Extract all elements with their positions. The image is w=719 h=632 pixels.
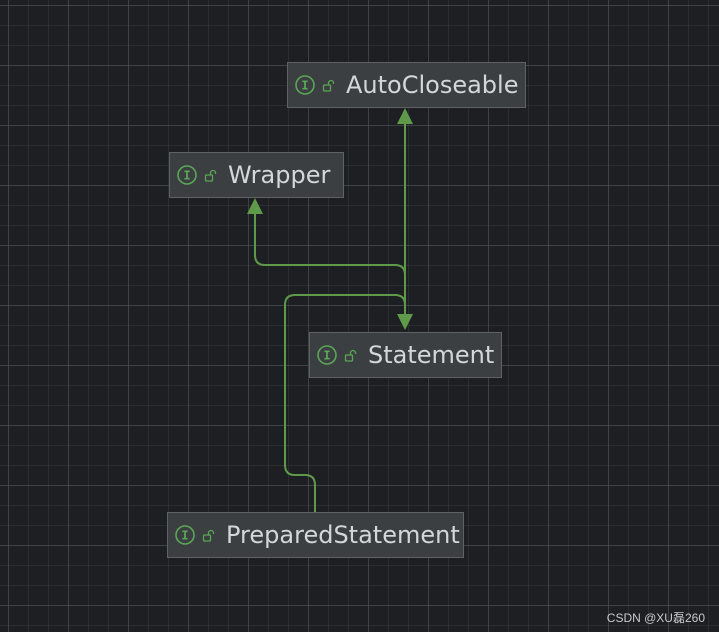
unlocked-icon: [202, 528, 216, 542]
unlocked-icon: [204, 168, 218, 182]
edge-statement-to-wrapper: [254, 212, 406, 315]
node-autocloseable[interactable]: I AutoCloseable: [287, 62, 526, 108]
node-preparedstatement[interactable]: I PreparedStatement: [167, 512, 464, 558]
node-label: Statement: [368, 341, 495, 369]
interface-icon-letter: I: [301, 79, 308, 93]
unlocked-icon: [322, 78, 336, 92]
interface-icon-letter: I: [183, 169, 190, 183]
node-label: Wrapper: [228, 161, 331, 189]
node-wrapper[interactable]: I Wrapper: [169, 152, 344, 198]
node-statement[interactable]: I Statement: [309, 332, 502, 378]
edge-preparedstatement-to-statement: [284, 294, 406, 512]
interface-icon-letter: I: [181, 529, 188, 543]
arrowhead-autocloseable: [397, 108, 413, 124]
interface-icon: I: [294, 74, 316, 96]
watermark: CSDN @XU磊260: [606, 611, 705, 625]
interface-icon-letter: I: [323, 349, 330, 363]
interface-icon: I: [176, 164, 198, 186]
interface-icon: I: [174, 524, 196, 546]
node-label: PreparedStatement: [226, 521, 460, 549]
arrowhead-statement: [397, 314, 413, 330]
interface-icon: I: [316, 344, 338, 366]
unlocked-icon: [344, 348, 358, 362]
node-label: AutoCloseable: [346, 71, 519, 99]
arrowhead-wrapper: [247, 198, 263, 214]
